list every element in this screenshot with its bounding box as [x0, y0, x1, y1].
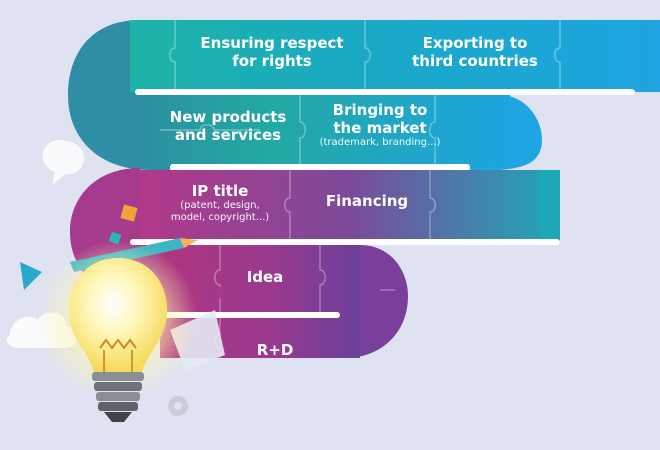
road-row-2: [140, 95, 510, 167]
step-products-line2: and services: [174, 126, 282, 144]
step-idea-line1: Idea: [246, 268, 284, 286]
step-ip-note1: (patent, design,: [180, 200, 260, 211]
step-market-line1: Bringing to: [332, 101, 428, 119]
step-r-and-d: R+D: [240, 341, 310, 359]
cone-magenta-decoration: [200, 275, 230, 305]
step-exporting-to-third-countries: Exporting to third countries: [395, 34, 555, 70]
road-row-3-end: [540, 170, 560, 242]
step-ip-note2: model, copyright...): [170, 211, 270, 223]
step-ensuring-respect-for-rights: Ensuring respect for rights: [192, 34, 352, 70]
road-row-1: [130, 20, 660, 92]
cube-decoration: [120, 204, 138, 222]
step-financing: Financing: [312, 192, 422, 210]
road-separators: [130, 89, 635, 318]
step-new-products-and-services: New products and services: [158, 108, 298, 144]
puzzle-seams: [160, 20, 561, 358]
step-export-line1: Exporting to: [422, 34, 528, 52]
light-bulb-icon: [68, 258, 168, 422]
cone-decoration: [20, 262, 42, 290]
step-export-line2: third countries: [412, 52, 538, 70]
road-row-3: [140, 170, 560, 242]
step-bringing-to-the-market: Bringing to the market (trademark, brand…: [305, 101, 455, 149]
gear-icon: [168, 396, 188, 416]
pencil-tip-decoration: [180, 238, 198, 248]
step-rd-line1: R+D: [256, 341, 294, 359]
step-products-line1: New products: [169, 108, 287, 126]
speech-bubble-decoration: [42, 140, 85, 185]
step-rights-line2: for rights: [232, 52, 312, 70]
step-ip-line1: IP title: [191, 182, 249, 200]
step-market-line2: the market: [333, 119, 427, 137]
step-market-note: (trademark, branding...): [319, 137, 441, 148]
step-financing-line1: Financing: [325, 192, 409, 210]
step-idea: Idea: [230, 268, 300, 286]
step-ip-title: IP title (patent, design, model, copyrig…: [160, 182, 280, 223]
step-rights-line1: Ensuring respect: [200, 34, 344, 52]
